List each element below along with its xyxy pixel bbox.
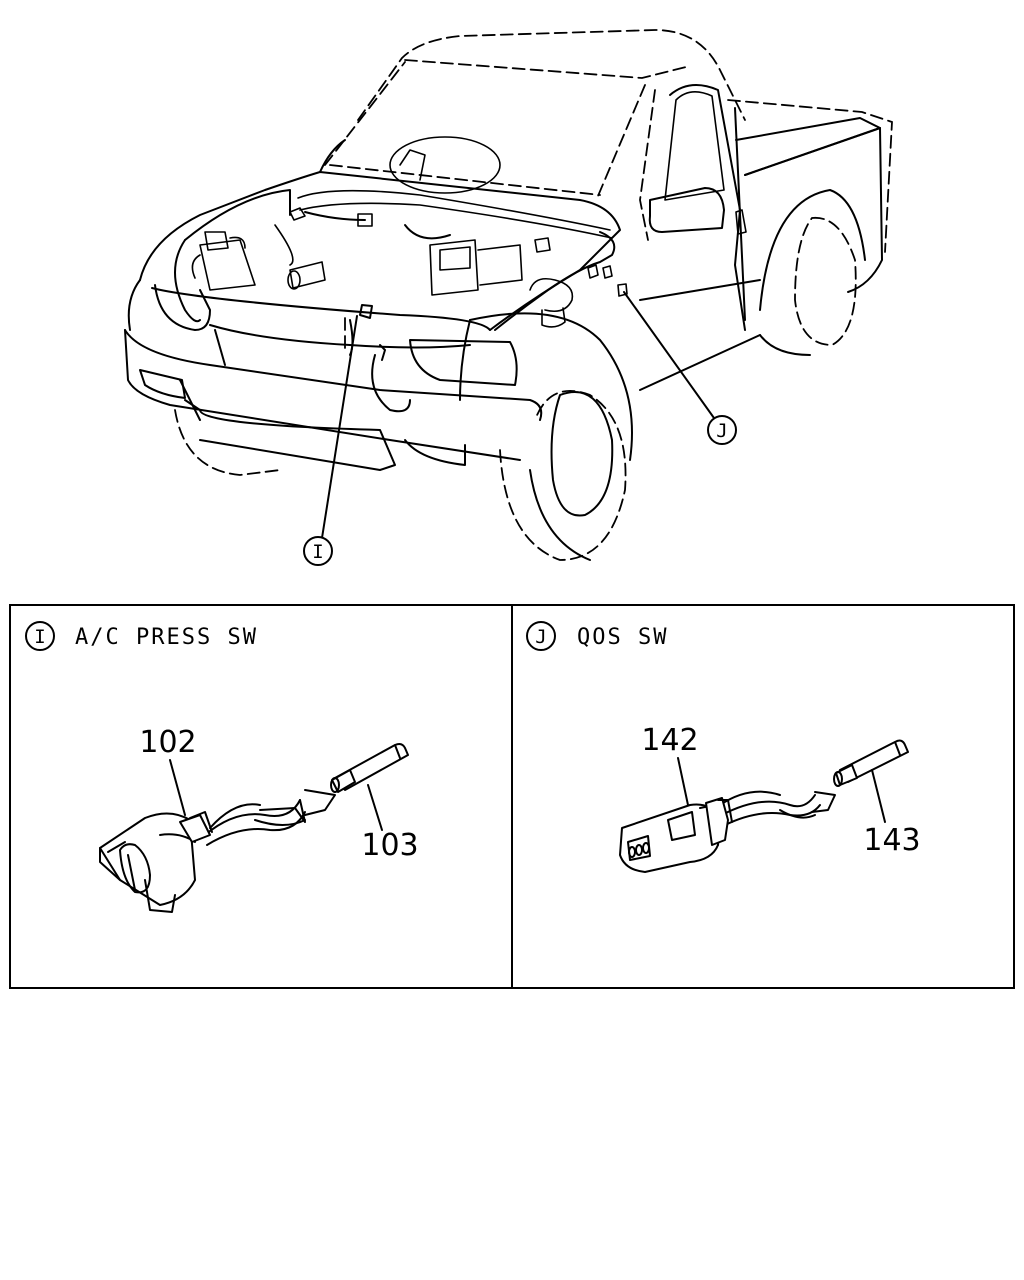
callout-i: I xyxy=(303,536,333,566)
part-number-143: 143 xyxy=(863,823,920,858)
leader-line-j xyxy=(623,291,715,419)
part-number-102: 102 xyxy=(139,725,196,760)
panel-j-header: J QOS SW xyxy=(526,621,668,651)
truck-overview-illustration xyxy=(124,29,893,561)
callout-j: J xyxy=(707,415,737,445)
panel-i-letter: I xyxy=(34,626,45,648)
callout-j-label: J xyxy=(716,420,727,442)
panel-i-header: I A/C PRESS SW xyxy=(25,621,258,651)
part-number-142: 142 xyxy=(641,723,698,758)
panel-i-title: A/C PRESS SW xyxy=(75,625,258,650)
part-number-103: 103 xyxy=(361,828,418,863)
leader-103 xyxy=(367,784,383,831)
leader-102 xyxy=(169,759,186,816)
callout-i-label: I xyxy=(312,541,323,563)
leader-142 xyxy=(677,757,689,806)
panel-j: J QOS SW 142 143 xyxy=(526,621,921,873)
panel-i: I A/C PRESS SW 102 xyxy=(25,621,419,913)
leader-line-i xyxy=(321,315,358,539)
leader-143 xyxy=(871,769,886,823)
panel-j-title: QOS SW xyxy=(577,625,668,650)
panel-j-letter: J xyxy=(535,626,546,648)
qos-sw-connector-illustration xyxy=(619,739,909,873)
ac-press-sw-connector-illustration xyxy=(99,743,409,913)
